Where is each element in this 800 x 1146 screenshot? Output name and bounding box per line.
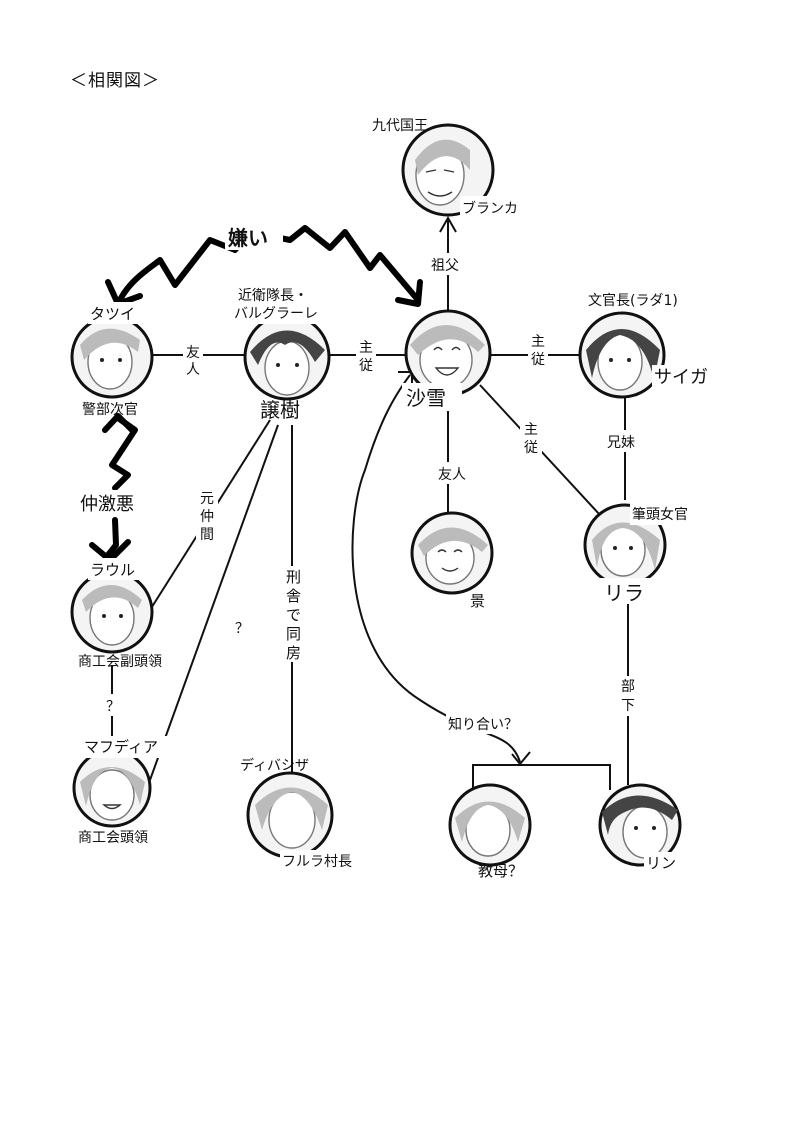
bad-terms-arrow bbox=[105, 415, 138, 558]
raul-name: ラウル bbox=[90, 561, 135, 579]
cellmates-a: 刑 bbox=[286, 568, 301, 586]
portrait-dibashiza bbox=[246, 771, 334, 859]
master-label-1a: 主 bbox=[359, 340, 373, 356]
portrait-rira bbox=[583, 503, 667, 587]
former-comrade-a: 元 bbox=[200, 491, 214, 507]
portrait-saiga bbox=[578, 311, 666, 399]
jouju-role-line2: バルグラーレ bbox=[234, 306, 318, 322]
master-label-2a: 主 bbox=[531, 334, 545, 350]
portrait-raul bbox=[70, 570, 154, 654]
acquaintance-arrow-head-bottom bbox=[511, 751, 531, 766]
character-labels: 九代国王 ブランカ タツイ 警部次官 近衛隊長・ バルグラーレ 譲樹 沙雪 文官… bbox=[78, 118, 716, 880]
page-title: ＜相関図＞ bbox=[70, 71, 160, 91]
friend-label-2: 友人 bbox=[438, 467, 466, 483]
master-label-3b: 従 bbox=[524, 440, 538, 456]
former-comrade-b: 仲 bbox=[200, 509, 214, 525]
kei-name: 景 bbox=[470, 592, 485, 610]
subordinate-a: 部 bbox=[621, 679, 635, 695]
king-name: ブランカ bbox=[462, 200, 518, 217]
acquaintance-label: 知り合い？ bbox=[448, 716, 518, 733]
siblings-label: 兄妹 bbox=[607, 435, 635, 451]
master-label-3a: 主 bbox=[524, 422, 538, 438]
tatsui-role: 警部次官 bbox=[82, 402, 138, 418]
tatsui-name: タツイ bbox=[90, 305, 135, 323]
line-jouju-mafudia bbox=[149, 424, 279, 781]
dislike-arrow-head-right bbox=[395, 279, 423, 307]
portrait-tatsui bbox=[70, 315, 154, 399]
dibashiza-role: フルラ村長 bbox=[282, 854, 352, 870]
question-label-1: ？ bbox=[235, 621, 249, 637]
friend-label-1b: 人 bbox=[186, 362, 200, 378]
jouju-role-line1: 近衛隊長・ bbox=[238, 288, 308, 304]
dislike-arrow bbox=[117, 225, 421, 303]
king-role: 九代国王 bbox=[372, 118, 428, 134]
rira-role: 筆頭女官 bbox=[632, 506, 688, 523]
portrait-king bbox=[401, 123, 495, 217]
bad-terms-label: 仲激悪 bbox=[80, 494, 134, 515]
friend-label-1a: 友 bbox=[186, 345, 200, 361]
connector-lines bbox=[111, 215, 629, 800]
cellmates-b: 舎 bbox=[286, 587, 301, 605]
portrait-sayuki bbox=[404, 309, 492, 397]
portrait-kei bbox=[410, 511, 494, 595]
raul-role: 商工会副頭領 bbox=[78, 653, 162, 670]
saiga-role: 文官長(ラダ1) bbox=[588, 293, 678, 309]
cellmates-c: で bbox=[286, 606, 301, 624]
arrow-head-king bbox=[439, 215, 457, 233]
mafudia-name: マフディア bbox=[84, 738, 158, 756]
dislike-label: 嫌い bbox=[228, 226, 268, 250]
kyobo-name: 教母？ bbox=[478, 862, 523, 880]
jouju-name: 譲樹 bbox=[260, 398, 300, 422]
master-label-2b: 従 bbox=[531, 352, 545, 368]
master-label-1b: 従 bbox=[359, 358, 373, 374]
portrait-kyobo bbox=[448, 783, 532, 867]
portrait-jouju bbox=[243, 313, 331, 401]
mafudia-role: 商工会頭領 bbox=[78, 829, 148, 846]
saiga-name: サイガ bbox=[654, 367, 708, 388]
rira-name: リラ bbox=[604, 581, 644, 605]
cellmates-e: 房 bbox=[286, 644, 301, 662]
cellmates-d: 同 bbox=[286, 625, 301, 643]
relation-labels: 嫌い 祖父 友 人 主 従 主 従 主 従 兄妹 友人 仲激悪 元 仲 間 刑 … bbox=[78, 224, 652, 734]
bad-terms-head-top bbox=[102, 413, 135, 433]
rin-name: リン bbox=[646, 854, 676, 872]
portrait-mafudia bbox=[72, 748, 152, 828]
portrait-rin bbox=[598, 783, 682, 867]
question-label-2: ？ bbox=[106, 699, 120, 715]
dibashiza-name: ディバシザ bbox=[240, 757, 309, 774]
grandfather-label: 祖父 bbox=[431, 258, 459, 274]
former-comrade-c: 間 bbox=[200, 527, 214, 543]
sayuki-name: 沙雪 bbox=[406, 386, 446, 410]
subordinate-b: 下 bbox=[621, 698, 635, 714]
bracket-kyobo-rin bbox=[472, 764, 611, 800]
